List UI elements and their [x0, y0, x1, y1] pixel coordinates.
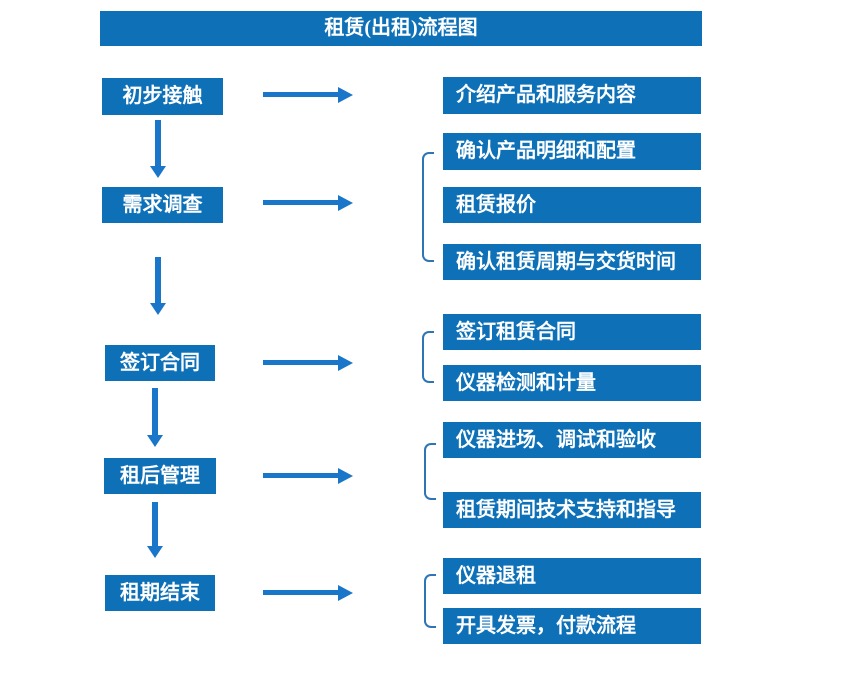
- output-box: 仪器进场、调试和验收: [443, 422, 701, 458]
- output-box: 签订租赁合同: [443, 314, 701, 350]
- group-bracket-demand-survey: [422, 152, 434, 262]
- stage-box-initial-contact: 初步接触: [102, 78, 223, 115]
- output-box: 介绍产品和服务内容: [443, 77, 701, 114]
- down-arrow-icon: [147, 388, 163, 447]
- stage-box-demand-survey: 需求调查: [102, 187, 223, 223]
- group-bracket-post-rental: [424, 443, 436, 500]
- down-arrow-icon: [150, 120, 166, 178]
- down-arrow-icon: [150, 257, 166, 315]
- output-box: 确认租赁周期与交货时间: [443, 244, 701, 280]
- output-box: 租赁报价: [443, 187, 701, 223]
- right-arrow-icon: [263, 354, 353, 371]
- right-arrow-icon: [263, 467, 353, 484]
- stage-box-post-rental-management: 租后管理: [104, 458, 216, 494]
- stage-box-lease-end: 租期结束: [105, 575, 215, 611]
- right-arrow-icon: [263, 584, 353, 601]
- output-box: 租赁期间技术支持和指导: [443, 492, 701, 528]
- down-arrow-icon: [147, 502, 163, 558]
- output-box: 仪器退租: [443, 558, 701, 594]
- flowchart-title: 租赁(出租)流程图: [100, 11, 702, 46]
- group-bracket-sign-contract: [422, 331, 434, 383]
- right-arrow-icon: [263, 194, 353, 211]
- right-arrow-icon: [263, 86, 353, 103]
- output-box: 确认产品明细和配置: [443, 133, 701, 170]
- stage-box-sign-contract: 签订合同: [105, 345, 215, 381]
- output-box: 开具发票，付款流程: [443, 608, 701, 644]
- output-box: 仪器检测和计量: [443, 365, 701, 401]
- group-bracket-lease-end: [424, 574, 436, 628]
